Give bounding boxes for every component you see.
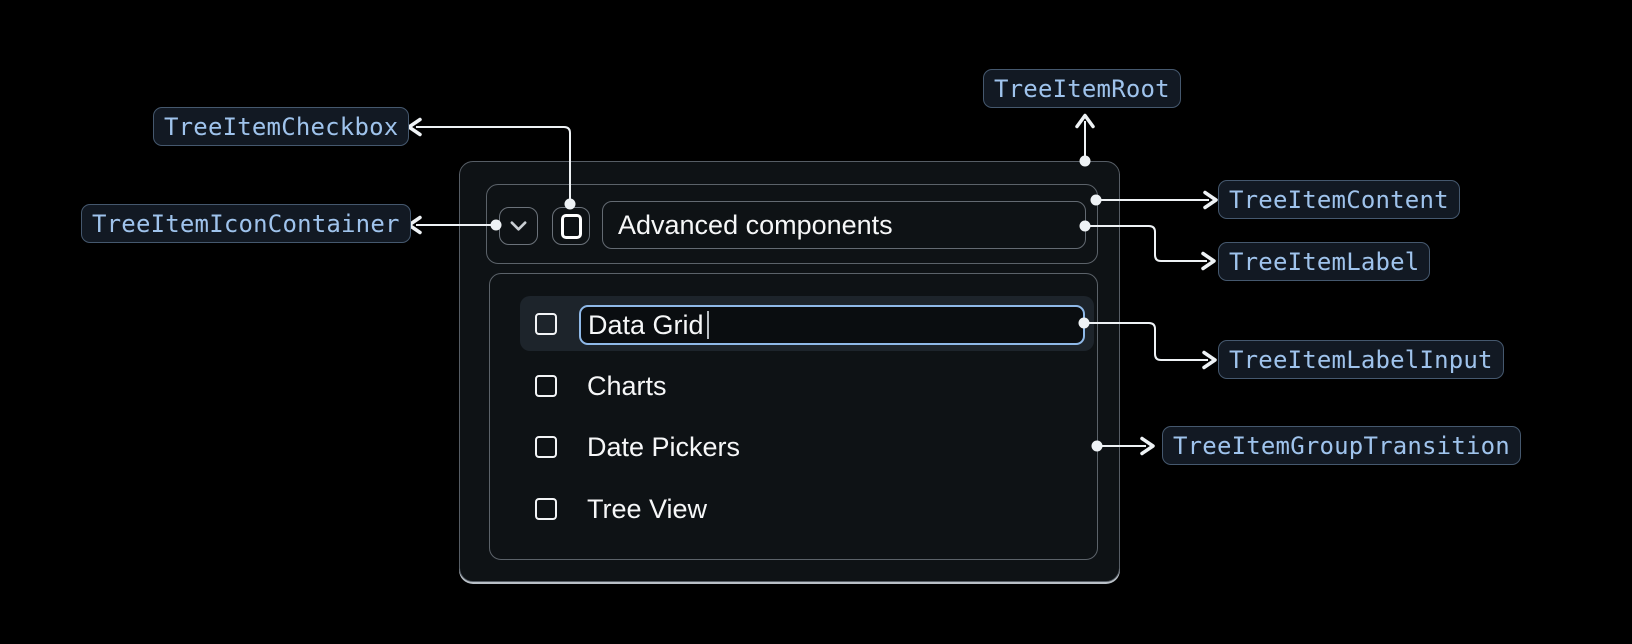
tree-item-root: Advanced components Data Grid Charts Dat… <box>459 161 1120 582</box>
checkbox-unchecked-icon[interactable] <box>535 498 557 520</box>
label-input-value: Data Grid <box>588 309 704 340</box>
annotation-label: TreeItemLabelInput <box>1229 345 1493 374</box>
annotation-label: TreeItemRoot <box>994 74 1170 103</box>
tree-item-row-label: Date Pickers <box>587 432 741 462</box>
annotation-tree-item-group-transition: TreeItemGroupTransition <box>1162 426 1521 465</box>
tree-item-content[interactable]: Advanced components <box>486 184 1098 264</box>
arrow-right-icon <box>1140 436 1155 456</box>
annotation-tree-item-content: TreeItemContent <box>1218 180 1460 219</box>
annotation-tree-item-icon-container: TreeItemIconContainer <box>81 204 411 243</box>
tree-item-label-text: Advanced components <box>618 209 893 240</box>
checkbox-unchecked-icon <box>560 213 582 239</box>
connector-tree-item-root <box>1075 113 1095 167</box>
tree-item-row[interactable]: Charts <box>520 359 1094 414</box>
checkbox-unchecked-icon[interactable] <box>535 375 557 397</box>
tree-item-group-transition: Data Grid Charts Date Pickers Tree View <box>489 273 1098 560</box>
tree-item-row-label: Tree View <box>587 494 708 524</box>
tree-item-icon-container[interactable] <box>499 207 538 245</box>
arrow-right-icon <box>1202 350 1217 370</box>
annotation-tree-item-label: TreeItemLabel <box>1218 242 1431 281</box>
annotation-tree-item-checkbox: TreeItemCheckbox <box>153 107 410 146</box>
annotation-label: TreeItemCheckbox <box>164 112 399 141</box>
tree-item-row[interactable]: Date Pickers <box>520 420 1094 475</box>
tree-item-label[interactable]: Advanced components <box>602 201 1086 249</box>
arrow-left-icon <box>407 215 422 235</box>
tree-item-row[interactable]: Tree View <box>520 482 1094 537</box>
annotation-label: TreeItemGroupTransition <box>1173 431 1510 460</box>
tree-item-label-input[interactable]: Data Grid <box>579 305 1085 345</box>
annotation-tree-item-root: TreeItemRoot <box>983 69 1181 108</box>
checkbox-unchecked-icon[interactable] <box>535 313 557 335</box>
arrow-right-icon <box>1201 251 1216 271</box>
chevron-down-icon <box>510 221 527 231</box>
checkbox-unchecked-icon[interactable] <box>535 436 557 458</box>
annotation-label: TreeItemContent <box>1229 185 1449 214</box>
annotation-tree-item-label-input: TreeItemLabelInput <box>1218 340 1504 379</box>
arrow-left-icon <box>407 117 422 137</box>
arrow-right-icon <box>1203 190 1218 210</box>
tree-item-checkbox[interactable] <box>552 207 590 245</box>
arrow-up-icon <box>1075 113 1095 129</box>
annotation-label: TreeItemLabel <box>1229 247 1420 276</box>
tree-item-row-editing[interactable]: Data Grid <box>520 296 1094 351</box>
tree-item-row-label: Charts <box>587 371 667 401</box>
annotation-label: TreeItemIconContainer <box>92 209 400 238</box>
text-caret <box>706 311 709 339</box>
